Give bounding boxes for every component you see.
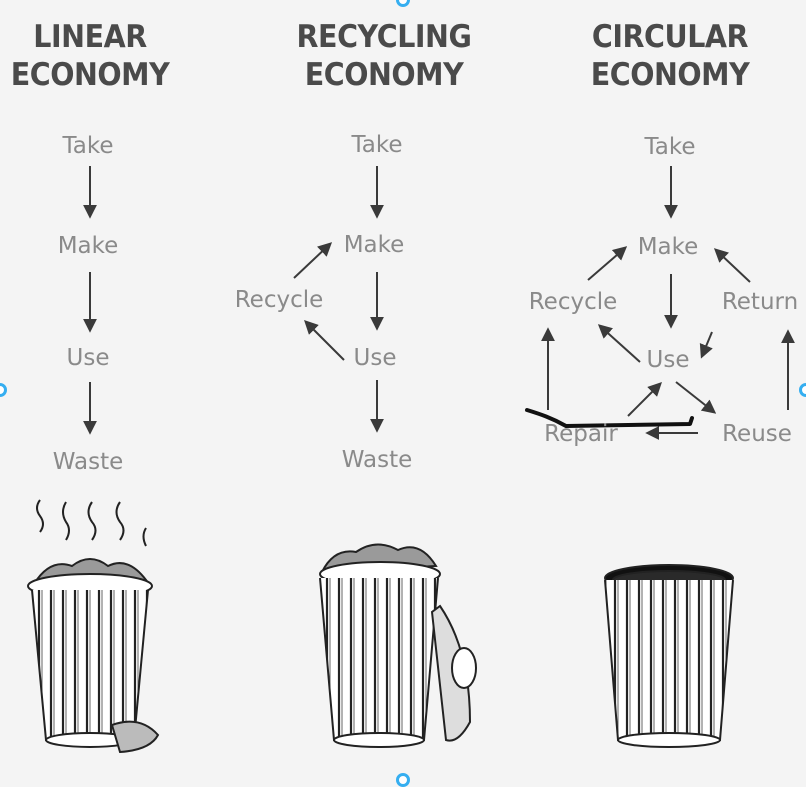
arrow-repair-to-use: [627, 382, 662, 417]
step-recycle: Recycle: [528, 289, 618, 315]
step-use: Use: [646, 347, 690, 373]
arrow-use-to-reuse: [675, 381, 717, 414]
step-waste: Waste: [52, 449, 124, 475]
arrow-use-to-return: [699, 331, 713, 359]
step-make: Make: [57, 233, 119, 259]
circular-economy-title: CIRCULAR ECONOMY: [580, 18, 760, 94]
title-line: CIRCULAR: [591, 19, 749, 55]
step-make: Make: [637, 234, 699, 260]
step-reuse: Reuse: [722, 421, 792, 447]
overflowing-trash-can-icon: [27, 499, 160, 754]
recycling-arrows: [293, 166, 384, 433]
step-make: Make: [343, 232, 405, 258]
step-repair: Repair: [544, 421, 618, 447]
arrow-recycle-to-make: [293, 242, 333, 279]
full-trash-can-icon: [319, 543, 477, 748]
crop-handle-left[interactable]: [0, 383, 7, 397]
step-use: Use: [353, 345, 397, 371]
step-take: Take: [351, 132, 403, 158]
title-line: ECONOMY: [304, 57, 464, 93]
ink-annotation-stroke: [525, 408, 694, 428]
step-recycle: Recycle: [234, 287, 324, 313]
step-use: Use: [66, 345, 110, 371]
title-line: RECYCLING: [296, 19, 472, 55]
empty-trash-can-icon: [604, 564, 734, 748]
arrow-use-to-recycle: [304, 320, 345, 361]
crop-handle-top[interactable]: [396, 0, 410, 7]
step-waste: Waste: [341, 447, 413, 473]
step-return: Return: [721, 289, 799, 315]
arrow-return-to-make: [713, 248, 751, 283]
recycling-economy-title: RECYCLING ECONOMY: [294, 18, 474, 94]
arrow-recycle-to-make: [587, 246, 628, 281]
arrow-use-to-recycle: [597, 324, 641, 363]
title-line: ECONOMY: [10, 57, 170, 93]
crop-handle-bottom[interactable]: [396, 773, 410, 787]
circular-arrows: [541, 166, 795, 440]
step-take: Take: [62, 133, 114, 159]
title-line: LINEAR: [33, 19, 147, 55]
linear-economy-title: LINEAR ECONOMY: [7, 18, 173, 94]
crop-handle-right[interactable]: [799, 383, 806, 397]
step-take: Take: [644, 134, 696, 160]
title-line: ECONOMY: [590, 57, 750, 93]
